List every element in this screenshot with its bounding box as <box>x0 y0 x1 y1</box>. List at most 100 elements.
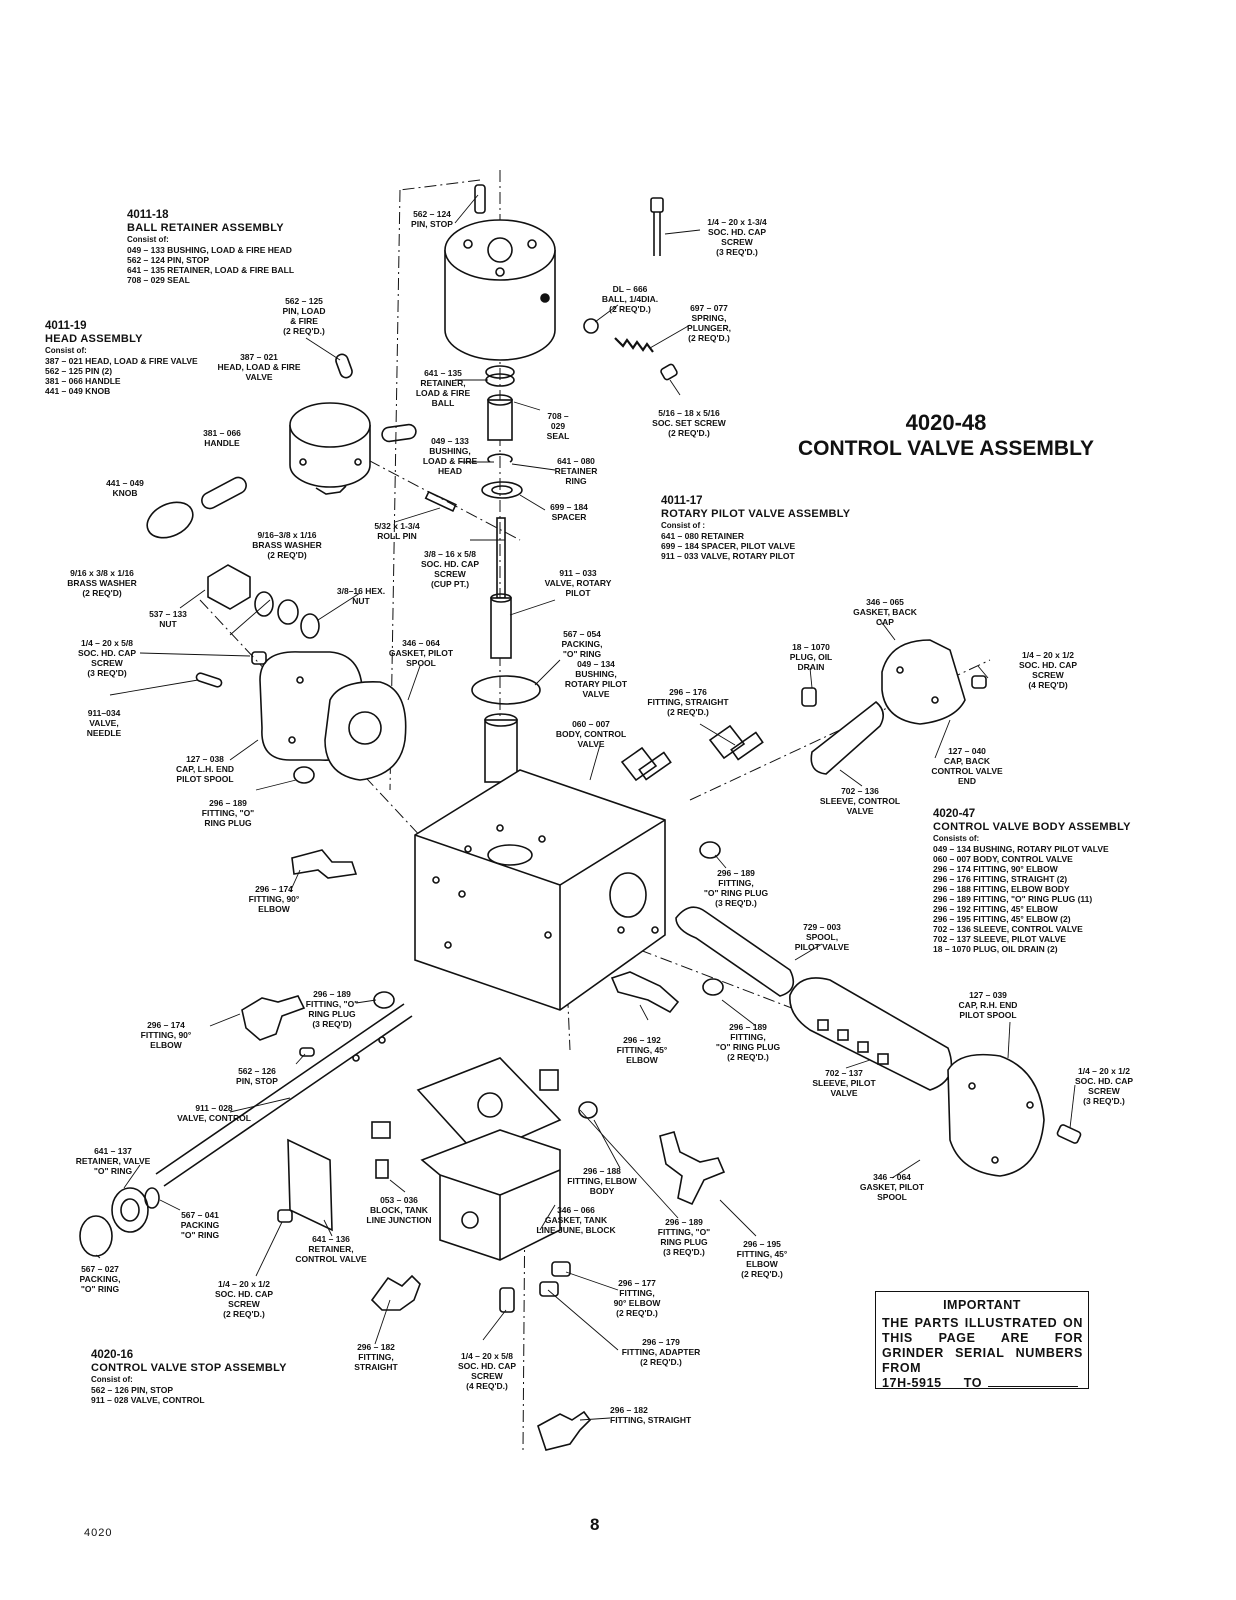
control-valve-stop-assembly-block: 4020-16 CONTROL VALVE STOP ASSEMBLY Cons… <box>91 1349 287 1405</box>
title-text: CONTROL VALVE ASSEMBLY <box>798 437 1094 460</box>
assembly-id: 4011-18 <box>127 209 169 221</box>
assembly-consist: Consists of: <box>933 834 980 843</box>
assembly-title: ROTARY PILOT VALVE ASSEMBLY <box>661 508 851 520</box>
rotary-pilot-valve-part <box>471 517 541 783</box>
part-callout: 1/4 – 20 x 1/2 SOC. HD. CAP SCREW (2 REQ… <box>214 1279 274 1319</box>
part-callout: 296 – 188 FITTING, ELBOW BODY <box>567 1166 637 1196</box>
part-callout: 641 – 080 RETAINER RING <box>554 456 598 486</box>
assembly-item: 702 – 137 SLEEVE, PILOT VALVE <box>933 934 1066 944</box>
o-ring-plug-part-right-2 <box>702 978 724 996</box>
part-callout: 567 – 054 PACKING, "O" RING <box>561 629 603 659</box>
elbow-45-fitting-part <box>610 971 680 1014</box>
tank-line-gasket-part <box>416 1057 562 1157</box>
part-callout: 441 – 049 KNOB <box>106 478 144 498</box>
part-callout: 3/8 – 16 x 5/8 SOC. HD. CAP SCREW (CUP P… <box>420 549 480 589</box>
tank-line-junction-block-part <box>420 1129 561 1261</box>
ball-part <box>583 318 599 334</box>
o-ring-plug-part-right <box>699 841 721 859</box>
assembly-item: 708 – 029 SEAL <box>127 275 190 285</box>
part-callout: 537 – 133 NUT <box>149 609 187 629</box>
part-callout: 729 – 003 SPOOL, PILOT VALVE <box>794 922 850 952</box>
assembly-consist: Consist of: <box>45 346 87 355</box>
part-callout: 641 – 136 RETAINER, CONTROL VALVE <box>295 1234 367 1264</box>
part-callout: 18 – 1070 PLUG, OIL DRAIN <box>789 642 833 672</box>
serial-to-blank <box>988 1385 1079 1387</box>
part-callout: 127 – 038 CAP, L.H. END PILOT SPOOL <box>176 754 234 784</box>
roll-pin-part <box>424 490 457 513</box>
part-callout: 1/4 – 20 x 1/2 SOC. HD. CAP SCREW (3 REQ… <box>1074 1066 1134 1106</box>
part-callout: 296 – 182 FITTING, STRAIGHT <box>354 1342 398 1372</box>
assembly-id: 4011-17 <box>661 495 703 507</box>
set-screw-part <box>660 363 678 381</box>
part-callout: 567 – 027 PACKING, "O" RING <box>79 1264 121 1294</box>
load-fire-pin-part <box>335 353 353 379</box>
control-valve-retainer-part <box>287 1138 333 1232</box>
part-callout: 296 – 189 FITTING, "O" RING PLUG (3 REQ'… <box>305 989 359 1029</box>
spring-part <box>614 337 654 353</box>
load-fire-head-part <box>444 219 556 361</box>
part-callout: 049 – 133 BUSHING, LOAD & FIRE HEAD <box>422 436 478 476</box>
part-callout: 9/16–3/8 x 1/16 BRASS WASHER (2 REQ'D) <box>252 530 322 560</box>
stop-pin-part <box>474 184 486 214</box>
assembly-item: 911 – 028 VALVE, CONTROL <box>91 1395 205 1405</box>
assembly-item: 699 – 184 SPACER, PILOT VALVE <box>661 541 796 551</box>
part-callout: 702 – 137 SLEEVE, PILOT VALVE <box>812 1068 876 1098</box>
stop-pin-part-lower <box>299 1047 315 1057</box>
part-callout: 911 – 028 VALVE, CONTROL <box>177 1103 251 1123</box>
important-notice-box: IMPORTANT THE PARTS ILLUSTRATED ON THIS … <box>875 1291 1089 1391</box>
back-cap-part <box>881 639 966 725</box>
assembly-item: 296 – 189 FITTING, "O" RING PLUG (11) <box>933 894 1093 904</box>
junction-block-cap-part <box>371 1121 391 1139</box>
important-body-text: THE PARTS ILLUSTRATED ON THIS PAGE ARE F… <box>882 1316 1083 1375</box>
assembly-title: CONTROL VALVE STOP ASSEMBLY <box>91 1362 287 1374</box>
needle-valve-part <box>195 672 223 688</box>
assembly-id: 4011-19 <box>45 320 87 332</box>
knob-part <box>146 501 194 539</box>
screw-part-right-top <box>971 675 987 689</box>
important-heading: IMPORTANT <box>943 1298 1021 1312</box>
elbow-body-fitting-part <box>539 1069 559 1091</box>
rotary-pilot-valve-assembly-block: 4011-17 ROTARY PILOT VALVE ASSEMBLY Cons… <box>661 495 850 561</box>
assembly-item: 296 – 176 FITTING, STRAIGHT (2) <box>933 874 1068 884</box>
part-callout: 641 – 137 RETAINER, VALVE "O" RING <box>75 1146 151 1176</box>
screw-part-lower-left <box>277 1209 293 1223</box>
serial-from-value: 17H-5915 <box>882 1376 942 1390</box>
pilot-valve-spool-outline <box>675 906 795 997</box>
assembly-consist: Consist of: <box>127 235 169 244</box>
assembly-item: 387 – 021 HEAD, LOAD & FIRE VALVE <box>45 356 198 366</box>
elbow-fitting-part-2 <box>241 995 306 1041</box>
page-title: 4020-48 CONTROL VALVE ASSEMBLY <box>760 410 1132 462</box>
part-callout: 641 – 135 RETAINER, LOAD & FIRE BALL <box>415 368 471 408</box>
part-callout: 127 – 039 CAP, R.H. END PILOT SPOOL <box>958 990 1018 1020</box>
assembly-item: 562 – 124 PIN, STOP <box>127 255 210 265</box>
head-assembly-block: 4011-19 HEAD ASSEMBLY Consist of: 387 – … <box>45 320 198 396</box>
leader-lines <box>95 194 1076 1421</box>
part-callout: 911 – 033 VALVE, ROTARY PILOT <box>544 568 612 598</box>
part-callout: 296 – 174 FITTING, 90° ELBOW <box>248 884 300 914</box>
assembly-item: 296 – 195 FITTING, 45° ELBOW (2) <box>933 914 1071 924</box>
assembly-item: 911 – 033 VALVE, ROTARY PILOT <box>661 551 795 561</box>
assembly-item: 060 – 007 BODY, CONTROL VALVE <box>933 854 1073 864</box>
serial-line: 17H-5915 TO <box>882 1376 1083 1391</box>
elbow-90-fitting-part-bottom <box>551 1261 571 1277</box>
part-callout: 346 – 064 GASKET, PILOT SPOOL <box>859 1172 925 1202</box>
control-valve-body-part <box>414 769 666 1011</box>
part-callout: 5/16 – 18 x 5/16 SOC. SET SCREW (2 REQ'D… <box>652 408 726 438</box>
title-number: 4020-48 <box>905 410 987 435</box>
o-ring-plug-part <box>293 766 315 784</box>
part-callout: 296 – 179 FITTING, ADAPTER (2 REQ'D.) <box>621 1337 701 1367</box>
part-callout: 296 – 189 FITTING, "O" RING PLUG (3 REQ'… <box>657 1217 711 1257</box>
nut-washer-part <box>207 564 320 639</box>
part-callout: 346 – 064 GASKET, PILOT SPOOL <box>388 638 454 668</box>
page-number: 8 <box>590 1515 600 1534</box>
assembly-item: 441 – 049 KNOB <box>45 386 111 396</box>
assembly-title: BALL RETAINER ASSEMBLY <box>127 222 284 234</box>
oil-drain-plug-part <box>801 687 817 707</box>
part-callout: 053 – 036 BLOCK, TANK LINE JUNCTION <box>366 1195 432 1225</box>
part-callout: 562 – 125 PIN, LOAD & FIRE (2 REQ'D.) <box>282 296 326 336</box>
assembly-item: 049 – 134 BUSHING, ROTARY PILOT VALVE <box>933 844 1109 854</box>
elbow-fitting-part <box>291 849 358 879</box>
part-callout: 296 – 189 FITTING, "O" RING PLUG <box>201 798 255 828</box>
part-callout: 381 – 066 HANDLE <box>203 428 241 448</box>
straight-fitting-part <box>620 724 764 782</box>
